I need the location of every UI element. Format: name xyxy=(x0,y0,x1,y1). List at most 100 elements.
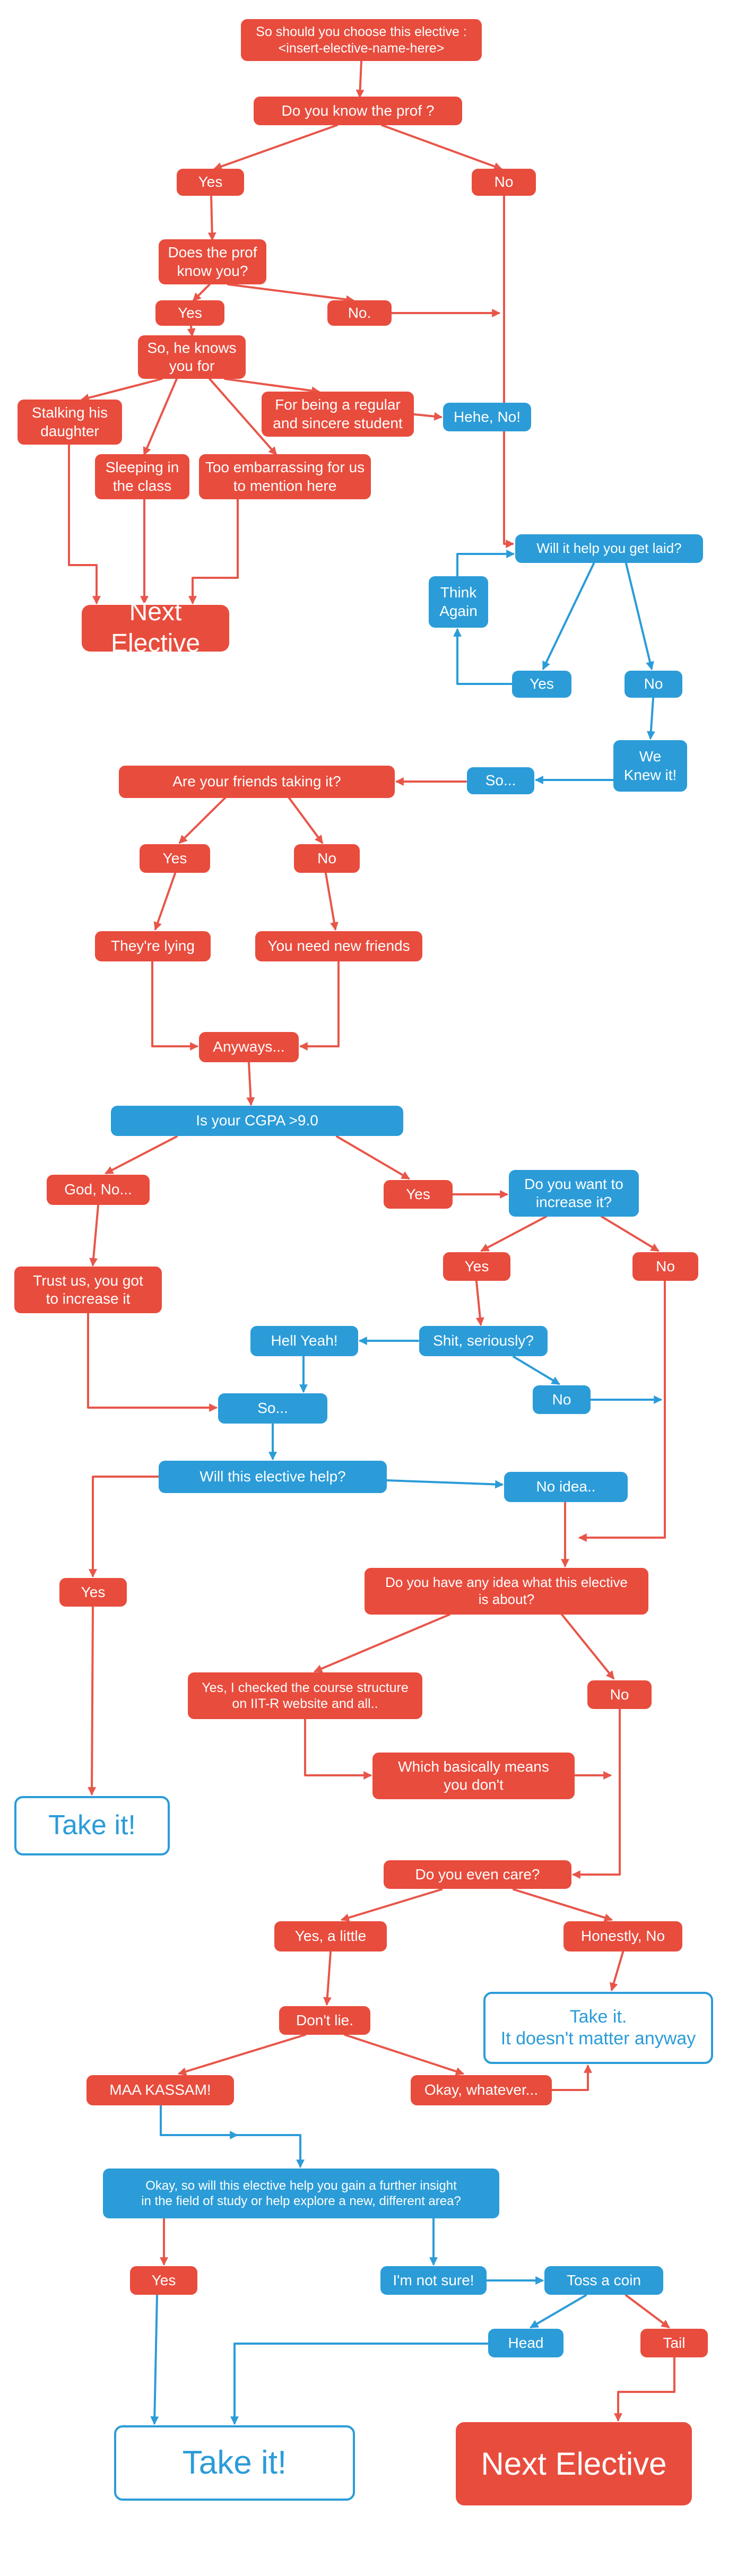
node-take-it-anyway: Take it. It doesn't matter anyway xyxy=(483,1992,713,2064)
node-yes-a-little: Yes, a little xyxy=(274,1921,387,1951)
edge-connector-20 xyxy=(456,550,515,577)
node-take-it-1: Take it! xyxy=(14,1796,170,1855)
node-dont-lie: Don't lie. xyxy=(279,2006,370,2035)
node-insight: Okay, so will this elective help you gai… xyxy=(103,2169,499,2218)
node-yes-4: Yes xyxy=(140,844,210,873)
node-toss-a-coin: Toss a coin xyxy=(544,2266,663,2295)
edge-connector-53 xyxy=(571,1708,621,1879)
edge-connector-24 xyxy=(178,797,226,844)
edge-connector-55 xyxy=(513,1888,613,1922)
edge-connector-36 xyxy=(601,1216,660,1252)
node-next-elective-1: Next Elective xyxy=(82,598,229,657)
node-anyways: Anyways... xyxy=(199,1032,299,1062)
node-head: Head xyxy=(488,2329,563,2357)
edge-connector-26 xyxy=(153,872,176,931)
node-know-prof: Do you know the prof ? xyxy=(254,97,462,125)
node-shit-seriously: Shit, seriously? xyxy=(419,1326,548,1356)
edge-connector-35 xyxy=(480,1216,547,1252)
node-sleeping: Sleeping in the class xyxy=(95,454,189,499)
edge-connector-32 xyxy=(336,1135,410,1179)
edge-connector-8 xyxy=(187,325,196,337)
edge-connector-28 xyxy=(151,961,199,1051)
edge-connector-4 xyxy=(503,195,515,548)
node-basically-dont: Which basically means you don't xyxy=(372,1753,575,1799)
node-tail: Tail xyxy=(640,2329,708,2357)
edge-connector-59 xyxy=(344,2034,465,2076)
node-yes-7: Yes xyxy=(59,1578,127,1607)
edge-connector-30 xyxy=(246,1062,255,1106)
node-knows-you-for: So, he knows you for xyxy=(138,335,246,379)
edge-connector-19 xyxy=(453,628,513,685)
edge-connector-46 xyxy=(386,1479,504,1489)
node-trust-us: Trust us, you got to increase it xyxy=(14,1267,162,1313)
node-no-3: No xyxy=(625,671,682,698)
edge-connector-9 xyxy=(80,378,163,402)
node-friends-taking: Are your friends taking it? xyxy=(119,766,395,798)
edge-connector-31 xyxy=(105,1135,178,1174)
node-yes-2: Yes xyxy=(155,300,224,326)
edge-connector-56 xyxy=(609,1951,624,1992)
node-no-idea: No idea.. xyxy=(504,1472,628,1502)
edge-connector-34 xyxy=(89,1204,99,1267)
node-no-1: No xyxy=(472,169,536,196)
edge-connector-25 xyxy=(288,797,323,844)
node-honestly-no: Honestly, No xyxy=(563,1921,682,1951)
node-need-new-friends: You need new friends xyxy=(255,931,422,961)
edge-connector-18 xyxy=(625,562,654,671)
node-okay-whatever: Okay, whatever... xyxy=(411,2075,552,2105)
edge-connector-3 xyxy=(207,195,216,241)
edge-connector-10 xyxy=(224,378,320,395)
edge-connector-49 xyxy=(314,1614,450,1673)
edge-connector-43 xyxy=(87,1312,218,1412)
edge-connector-1 xyxy=(213,124,338,171)
node-even-care: Do you even care? xyxy=(384,1860,571,1889)
edge-connector-2 xyxy=(381,124,503,171)
edge-connector-37 xyxy=(475,1280,484,1326)
node-get-laid: Will it help you get laid? xyxy=(515,534,703,563)
edge-connector-54 xyxy=(340,1888,443,1922)
node-so-2: So... xyxy=(218,1393,327,1424)
edge-connector-21 xyxy=(646,697,655,740)
node-increase-it: Do you want to increase it? xyxy=(509,1170,639,1217)
node-yes-5: Yes xyxy=(384,1180,453,1209)
edge-connector-27 xyxy=(325,872,339,931)
node-yes-8: Yes xyxy=(130,2266,197,2295)
edge-connector-57 xyxy=(323,1951,332,2006)
node-no-5: No xyxy=(632,1252,698,1281)
edge-connector-7 xyxy=(227,283,355,304)
node-so-1: So... xyxy=(467,767,534,794)
edge-connector-14 xyxy=(68,444,101,605)
edge-connector-58 xyxy=(177,2034,306,2076)
edge-connector-67 xyxy=(625,2294,670,2328)
edge-connector-68 xyxy=(230,2343,489,2425)
node-we-knew-it: We Knew it! xyxy=(613,740,687,792)
node-cgpa: Is your CGPA >9.0 xyxy=(111,1106,403,1136)
node-next-elective-2: Next Elective xyxy=(456,2422,692,2505)
edge-connector-51 xyxy=(304,1718,372,1780)
edge-connector-61 xyxy=(160,2104,239,2139)
edge-connector-13 xyxy=(413,412,443,421)
edge-connector-0 xyxy=(356,60,365,99)
edge-connector-70 xyxy=(614,2357,675,2422)
node-any-idea: Do you have any idea what this elective … xyxy=(365,1568,648,1615)
node-no-2: No. xyxy=(327,300,392,326)
edge-connector-48 xyxy=(88,1606,97,1796)
node-yes-1: Yes xyxy=(177,169,244,196)
edge-connector-29 xyxy=(299,961,340,1051)
node-yes-6: Yes xyxy=(443,1252,510,1281)
node-not-sure: I'm not sure! xyxy=(380,2266,487,2295)
node-take-it-2: Take it! xyxy=(114,2425,355,2501)
node-no-7: No xyxy=(587,1680,652,1709)
node-no-6: No xyxy=(533,1385,591,1414)
node-prof-know-you: Does the prof know you? xyxy=(159,239,266,284)
edge-connector-16 xyxy=(188,498,239,605)
edge-connector-42 xyxy=(578,1280,666,1542)
node-maa-kassam: MAA KASSAM! xyxy=(86,2075,234,2105)
node-yes-3: Yes xyxy=(512,671,571,698)
edge-connector-62 xyxy=(236,2134,305,2169)
edge-connector-45 xyxy=(89,1476,160,1578)
edge-connector-66 xyxy=(530,2294,587,2328)
node-god-no: God, No... xyxy=(47,1175,150,1205)
